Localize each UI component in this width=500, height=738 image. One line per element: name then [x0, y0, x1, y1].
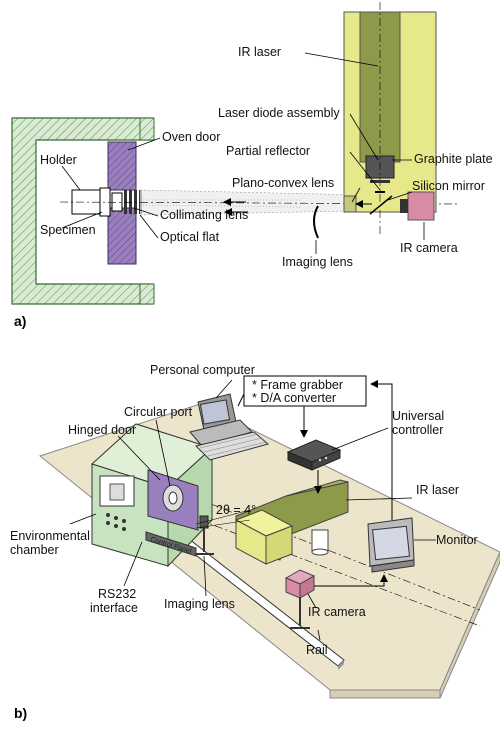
label-ir-camera-b: IR camera	[308, 605, 366, 619]
leaders-b	[69, 379, 436, 641]
label-silicon-mirror: Silicon mirror	[412, 179, 485, 193]
label-env-chamber-2: chamber	[10, 543, 59, 557]
oven-door-upper	[107, 141, 137, 191]
label-monitor: Monitor	[436, 533, 478, 547]
label-collimating-lens: Collimating lens	[160, 208, 248, 222]
ir-camera-a	[400, 191, 435, 221]
label-rs232-1: RS232	[98, 587, 136, 601]
panel-b: Control Panel	[10, 363, 500, 721]
label-ir-camera-a: IR camera	[400, 241, 458, 255]
leaders-a	[61, 52, 425, 254]
label-personal-computer: Personal computer	[150, 363, 255, 377]
label-optical-flat: Optical flat	[160, 230, 220, 244]
oven	[11, 117, 155, 305]
panel-a: IR laser Laser diode assembly Partial re…	[11, 2, 493, 329]
label-universal-1: Universal	[392, 409, 444, 423]
label-hinged-door: Hinged door	[68, 423, 136, 437]
label-rail: Rail	[306, 643, 328, 657]
ir-camera-b	[284, 569, 316, 629]
label-ir-laser-b: IR laser	[416, 483, 459, 497]
universal-controller	[286, 439, 342, 471]
label-ir-laser: IR laser	[238, 45, 281, 59]
monitor	[367, 517, 415, 573]
label-specimen: Specimen	[40, 223, 96, 237]
label-circular-port: Circular port	[124, 405, 193, 419]
label-imaging-lens-a: Imaging lens	[282, 255, 353, 269]
label-plano-convex: Plano-convex lens	[232, 176, 334, 190]
imaging-lens-a	[313, 205, 319, 239]
ir-laser-b	[234, 479, 349, 565]
label-da-converter: * D/A converter	[252, 391, 336, 405]
label-universal-2: controller	[392, 423, 443, 437]
connections	[195, 375, 393, 587]
personal-computer	[189, 393, 270, 461]
panel-b-tag: b)	[14, 705, 27, 721]
label-partial-reflector: Partial reflector	[226, 144, 310, 158]
label-holder: Holder	[40, 153, 77, 167]
label-graphite-plate: Graphite plate	[414, 152, 493, 166]
label-laser-diode: Laser diode assembly	[218, 106, 340, 120]
panel-a-tag: a)	[14, 313, 26, 329]
ir-laser-housing	[343, 2, 437, 236]
label-oven-door: Oven door	[162, 130, 220, 144]
lens-stack	[111, 190, 142, 214]
label-rs232-2: interface	[90, 601, 138, 615]
label-env-chamber-1: Environmental	[10, 529, 90, 543]
label-imaging-lens-b: Imaging lens	[164, 597, 235, 611]
frame-grabber-box	[243, 375, 367, 407]
label-frame-grabber: * Frame grabber	[252, 378, 343, 392]
oven-door-lower	[107, 207, 137, 265]
label-angle: 2θ = 4°	[216, 503, 256, 517]
